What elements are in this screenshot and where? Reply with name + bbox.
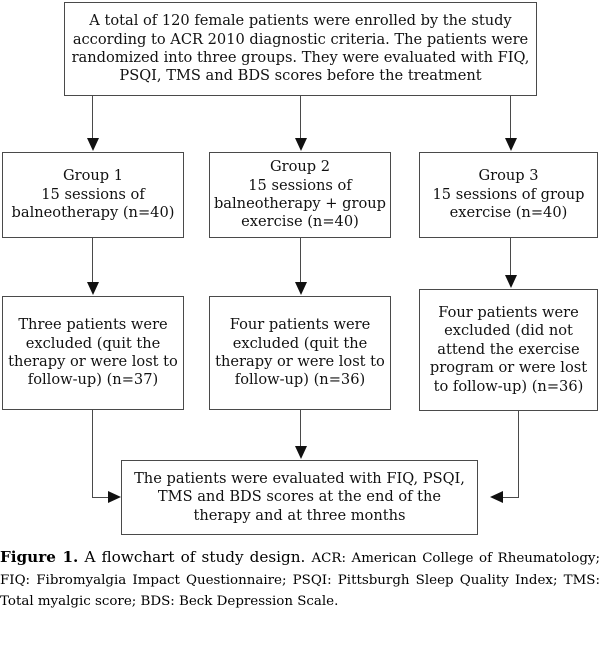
connector-exclusion3-to-outcome-horizontal xyxy=(502,497,519,498)
connector-exclusion3-to-outcome-vertical xyxy=(518,411,519,498)
enrollment-box: A total of 120 female patients were enro… xyxy=(64,2,537,96)
connector-exclusion2-to-outcome xyxy=(300,410,301,447)
arrowhead-exclusion3-to-outcome xyxy=(490,491,503,503)
exclusion-2-box: Four patients were excluded (quit the th… xyxy=(209,296,391,410)
figure-caption: Figure 1. A flowchart of study design. A… xyxy=(0,547,600,612)
arrowhead-group1-to-exclusion1 xyxy=(87,282,99,295)
arrowhead-enrollment-to-group2 xyxy=(295,138,307,151)
connector-group3-to-exclusion3 xyxy=(510,238,511,276)
connector-enrollment-to-group2 xyxy=(300,96,301,139)
connector-group1-to-exclusion1 xyxy=(92,238,93,283)
group-2-box: Group 2 15 sessions of balneotherapy + g… xyxy=(209,152,391,238)
figure-title: A flowchart of study design. xyxy=(78,548,312,566)
arrowhead-group3-to-exclusion3 xyxy=(505,275,517,288)
connector-enrollment-to-group1 xyxy=(92,96,93,139)
connector-exclusion1-to-outcome-horizontal xyxy=(92,497,109,498)
group-1-box: Group 1 15 sessions of balneotherapy (n=… xyxy=(2,152,184,238)
connector-group2-to-exclusion2 xyxy=(300,238,301,283)
arrowhead-enrollment-to-group3 xyxy=(505,138,517,151)
arrowhead-enrollment-to-group1 xyxy=(87,138,99,151)
connector-enrollment-to-group3 xyxy=(510,96,511,139)
arrowhead-group2-to-exclusion2 xyxy=(295,282,307,295)
figure-abbreviations: ACR: American College of Rheumatology; F… xyxy=(0,551,600,610)
arrowhead-exclusion2-to-outcome xyxy=(295,446,307,459)
exclusion-1-box: Three patients were excluded (quit the t… xyxy=(2,296,184,410)
figure-label: Figure 1. xyxy=(0,548,79,566)
arrowhead-exclusion1-to-outcome xyxy=(108,491,121,503)
exclusion-3-box: Four patients were excluded (did not att… xyxy=(419,289,598,411)
outcome-box: The patients were evaluated with FIQ, PS… xyxy=(121,460,478,535)
connector-exclusion1-to-outcome-vertical xyxy=(92,410,93,498)
group-3-box: Group 3 15 sessions of group exercise (n… xyxy=(419,152,598,238)
